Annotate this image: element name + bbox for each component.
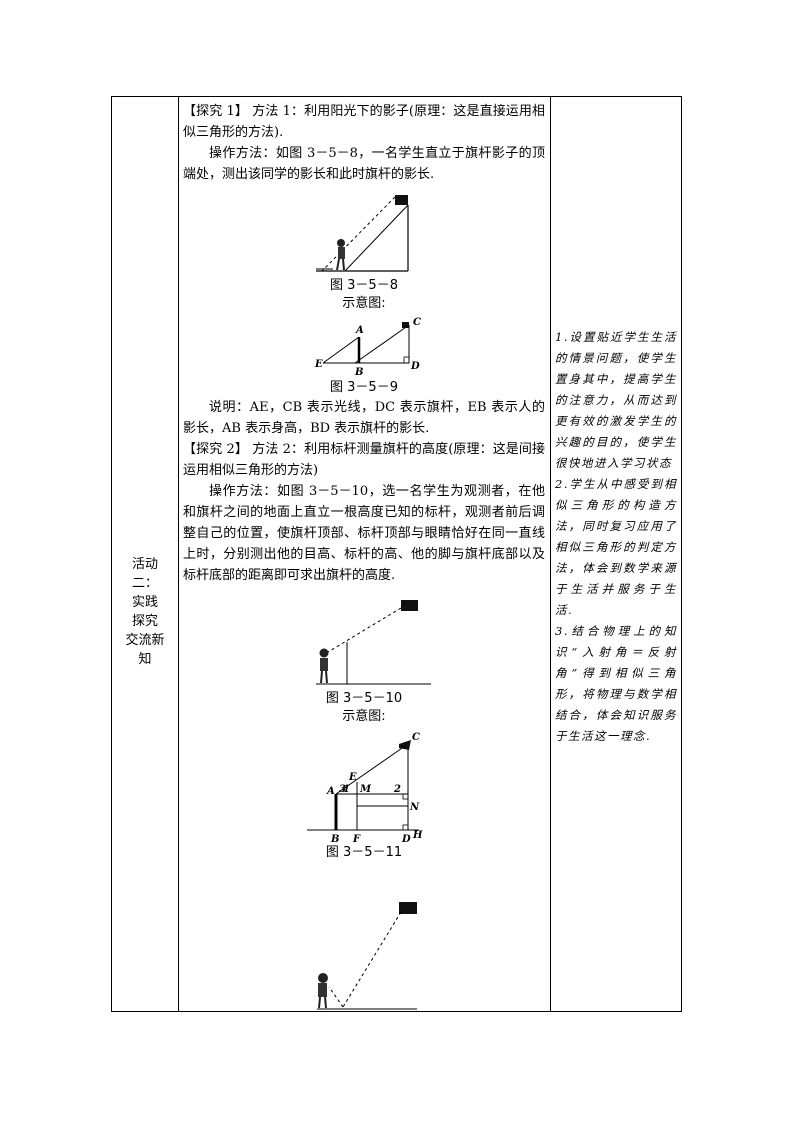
explore2-operation: 操作方法：如图 3－5－10，选一名学生为观测者，在他和旗杆之间的地面上直立一根…	[183, 484, 545, 583]
lesson-table: 活动 二： 实践 探究 交流新 知 【探究 1】 方法 1：利用阳光下的影子(原…	[111, 96, 682, 1012]
row-label-line: 交流新	[125, 633, 165, 648]
flag-icon	[399, 902, 417, 914]
label-A: A	[355, 325, 364, 336]
row-label: 活动 二： 实践 探究 交流新 知	[112, 555, 178, 669]
figure-3-5-11: A B C D E F H M N 1 2 3	[183, 726, 545, 844]
angle-2: 2	[393, 784, 401, 795]
note-item: 3.结合物理上的知识“入射角＝反射角”得到相似三角形，将物理与数学相结合，体会知…	[555, 624, 677, 743]
figure-caption-3-5-8: 图 3－5－8	[330, 278, 398, 293]
label-M: M	[359, 784, 372, 795]
explore1-operation: 操作方法：如图 3－5－8，一名学生直立于旗杆影子的顶端处，测出该同学的影长和此…	[183, 146, 545, 182]
label-C: C	[412, 732, 420, 743]
figure-3-5-8	[183, 185, 545, 277]
label-B: B	[354, 367, 363, 378]
label-D: D	[401, 834, 411, 844]
schematic-label: 示意图:	[342, 296, 386, 311]
angle-1: 1	[343, 784, 350, 795]
schematic-label: 示意图:	[342, 709, 386, 724]
figure-caption-3-5-10: 图 3－5－10	[325, 691, 403, 706]
row-label-line: 活动	[131, 557, 158, 572]
label-E: E	[314, 359, 323, 370]
label-H: H	[412, 830, 423, 841]
figure-caption-3-5-9: 图 3－5－9	[330, 380, 398, 395]
design-notes: 1.设置贴近学生生活的情景问题，使学生置身其中，提高学生的注意力，从而达到更有效…	[555, 327, 677, 747]
explore2-heading: 【探究 2】 方法 2：利用标杆测量旗杆的高度(原理：这是间接运用相似三角形的方…	[183, 442, 545, 478]
column-divider	[550, 97, 551, 1011]
label-E: E	[348, 772, 357, 783]
observer-head-icon	[318, 973, 328, 983]
label-F: F	[352, 834, 361, 844]
activity-content: 【探究 1】 方法 1：利用阳光下的影子(原理：这是直接运用相似三角形的方法).…	[183, 101, 545, 1012]
label-C: C	[413, 317, 421, 328]
angle-3: 3	[339, 784, 346, 795]
observer-head-icon	[319, 648, 329, 658]
figure-3-5-10	[183, 586, 545, 690]
flag-icon	[401, 600, 418, 611]
explore1-heading: 【探究 1】 方法 1：利用阳光下的影子(原理：这是直接运用相似三角形的方法).	[183, 104, 545, 140]
row-label-line: 知	[138, 652, 152, 667]
label-B: B	[330, 834, 339, 844]
row-label-line: 二：	[131, 576, 158, 591]
label-N: N	[409, 802, 420, 813]
explore1-explanation: 说明：AE，CB 表示光线，DC 表示旗杆，EB 表示人的影长，AB 表示身高，…	[183, 400, 545, 436]
row-label-line: 探究	[131, 614, 158, 629]
note-item: 2.学生从中感受到相似三角形的构造方法，同时复习应用了相似三角形的判定方法，体会…	[555, 477, 677, 617]
row-label-line: 实践	[131, 595, 158, 610]
student-head-icon	[337, 239, 345, 247]
note-item: 1.设置贴近学生生活的情景问题，使学生置身其中，提高学生的注意力，从而达到更有效…	[555, 330, 677, 470]
figure-3-5-9: A B C D E	[183, 313, 545, 379]
column-divider	[178, 97, 179, 1011]
label-D: D	[410, 361, 420, 372]
figure-mirror-method	[183, 862, 545, 1012]
figure-caption-3-5-11: 图 3－5－11	[325, 845, 403, 860]
label-A: A	[326, 786, 335, 797]
